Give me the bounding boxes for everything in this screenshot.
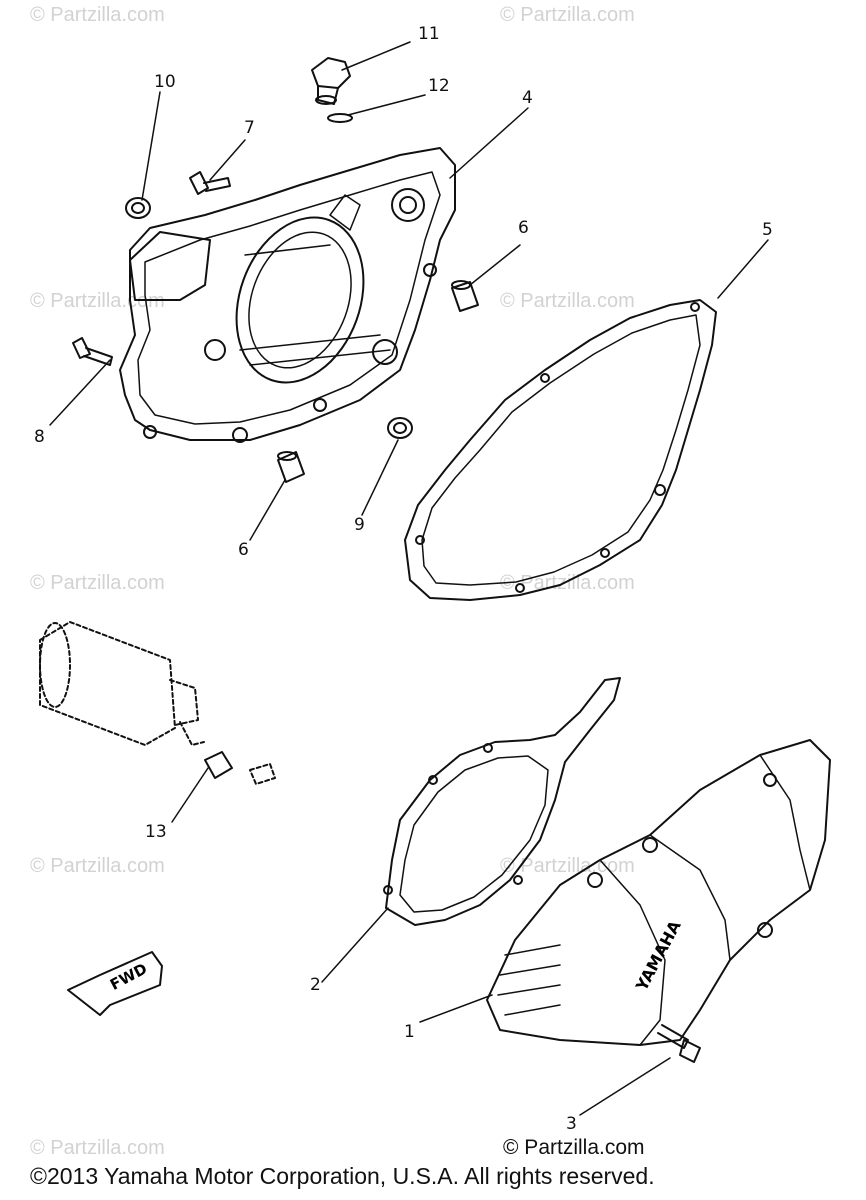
callout-9: 9 [354, 515, 365, 535]
callout-5: 5 [762, 220, 773, 240]
callout-4: 4 [522, 88, 533, 108]
crankcase-cover-right [120, 148, 455, 442]
watermark: © Partzilla.com [500, 290, 635, 312]
callout-6: 6 [238, 540, 249, 560]
dowel-pin [278, 452, 304, 482]
seal-9 [388, 418, 412, 438]
o-ring [328, 114, 352, 122]
watermark: © Partzilla.com [30, 1137, 165, 1159]
ignition-coil [40, 622, 204, 745]
screw-3 [658, 1025, 700, 1062]
watermark: © Partzilla.com [30, 855, 165, 877]
callout-2: 2 [310, 975, 321, 995]
filler-cap [312, 58, 350, 104]
oil-seal [126, 198, 150, 218]
callout-1: 1 [404, 1022, 415, 1042]
callout-7: 7 [244, 118, 255, 138]
callout-11: 11 [418, 24, 440, 44]
bolt-8 [73, 338, 112, 365]
generator-cover [487, 740, 830, 1045]
dowel-pin [452, 281, 478, 311]
callout-12: 12 [428, 76, 450, 96]
callout-6: 6 [518, 218, 529, 238]
callout-13: 13 [145, 822, 167, 842]
fwd-arrow-icon [68, 952, 162, 1015]
gasket-5 [405, 300, 716, 600]
watermark: © Partzilla.com [30, 572, 165, 594]
callout-10: 10 [154, 72, 176, 92]
callout-3: 3 [566, 1114, 577, 1134]
clamp-13 [205, 752, 275, 784]
watermark: © Partzilla.com [30, 4, 165, 26]
leader-lines [50, 42, 768, 1115]
bolt-7 [190, 172, 230, 194]
watermark: © Partzilla.com [500, 4, 635, 26]
callout-8: 8 [34, 427, 45, 447]
yamaha-copyright: ©2013 Yamaha Motor Corporation, U.S.A. A… [30, 1163, 655, 1189]
gasket-2 [384, 678, 620, 925]
partzilla-copyright: © Partzilla.com [503, 1136, 645, 1159]
